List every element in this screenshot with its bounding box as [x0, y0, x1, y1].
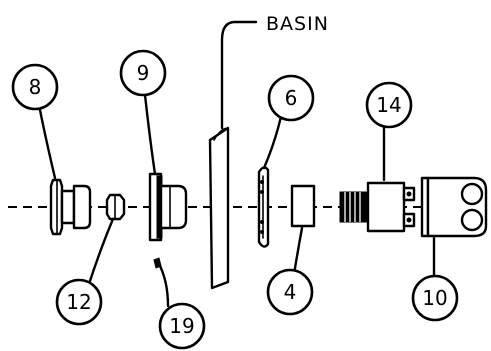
- basin-label: BASIN: [266, 13, 329, 35]
- callout-14-label: 14: [376, 93, 401, 117]
- part-12-nut: [105, 193, 126, 221]
- callout-10: 10: [411, 274, 459, 322]
- part-8-handle: [49, 178, 92, 236]
- callout-4: 4: [266, 268, 314, 316]
- callout-8-label: 8: [29, 75, 42, 99]
- callout-14: 14: [365, 81, 413, 129]
- threaded-stub: [339, 191, 369, 223]
- callout-12-label: 12: [66, 290, 91, 314]
- part-4-coupling: [290, 184, 316, 228]
- callout-8: 8: [11, 63, 59, 111]
- callout-9-label: 9: [137, 61, 150, 85]
- part-14-valve-body: [366, 181, 416, 233]
- part-10-end-unit: [420, 176, 488, 238]
- basin-wall: [208, 126, 230, 290]
- leader-lines: [38, 20, 436, 308]
- callout-19: 19: [158, 302, 206, 350]
- callout-4-label: 4: [284, 280, 297, 304]
- callout-19-label: 19: [169, 314, 194, 338]
- part-9-flange: [148, 172, 188, 242]
- callout-12: 12: [55, 278, 103, 326]
- callout-10-label: 10: [422, 286, 447, 310]
- part-6-washer: [257, 166, 270, 248]
- callout-6: 6: [267, 74, 315, 122]
- callout-6-label: 6: [285, 86, 298, 110]
- callout-9: 9: [119, 49, 167, 97]
